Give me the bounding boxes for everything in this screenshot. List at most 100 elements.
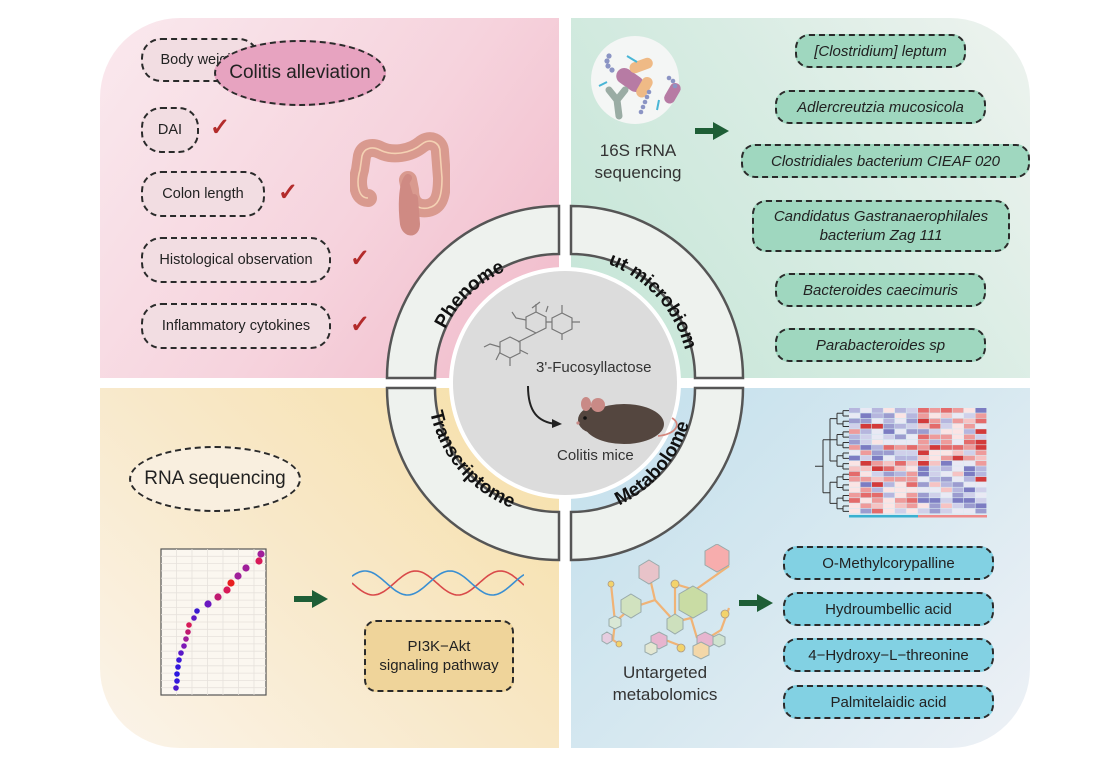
heatmap-cell (964, 492, 975, 498)
group-bar (918, 515, 987, 518)
heatmap-cell (975, 461, 987, 466)
heatmap-cell (941, 487, 952, 493)
phenome-item-label: DAI (157, 121, 183, 138)
microbiome-method-label: 16S rRNA sequencing (573, 140, 703, 184)
heatmap-cell (895, 508, 906, 514)
plot-dot (204, 600, 212, 608)
heatmap-cell (849, 450, 860, 456)
heatmap-cell (872, 461, 883, 466)
heatmap-cell (952, 482, 964, 487)
heatmap-cell (860, 418, 872, 424)
heatmap-cell (918, 429, 929, 434)
mouse-icon (576, 397, 678, 444)
heatmap-cell (895, 476, 906, 482)
heatmap-cell (952, 429, 964, 434)
heatmap-cell (906, 429, 918, 434)
heatmap-cell (918, 503, 929, 509)
heatmap-cell (975, 476, 987, 482)
heatmap-cell (872, 487, 883, 493)
heatmap-cell (929, 492, 941, 498)
heatmap-cell (906, 461, 918, 466)
heatmap-cell (964, 471, 975, 477)
plot-dot (227, 579, 235, 587)
ring-segment-phenome[interactable] (385, 204, 561, 380)
metabolite-box: Hydroumbellic acid (783, 592, 994, 626)
heatmap-cell (895, 450, 906, 456)
heatmap-cell (872, 429, 883, 434)
heatmap-cell (849, 423, 860, 429)
heatmap-cell (941, 508, 952, 514)
curved-arrow-icon (527, 385, 557, 425)
heatmap-cell (941, 503, 952, 509)
taxon-box: [Clostridium] leptum (795, 34, 966, 68)
heatmap-cell (906, 445, 918, 450)
phenome-item-dai: DAI (141, 107, 199, 153)
heatmap-cell (860, 408, 872, 413)
heatmap-cell (872, 476, 883, 482)
molecule-network-icon (601, 544, 731, 660)
arrowhead-icon (552, 419, 562, 428)
heatmap-cell (964, 418, 975, 424)
heatmap-cell (975, 487, 987, 493)
method-line: metabolomics (612, 685, 718, 704)
heatmap-cell (906, 471, 918, 477)
taxon-label: Adlercreutzia mucosicola (797, 98, 964, 116)
ring-segment-metabolome[interactable] (569, 386, 745, 562)
heatmap-cell (906, 503, 918, 509)
heatmap-cell (895, 434, 906, 440)
heatmap-cell (872, 492, 883, 498)
heatmap-cell (941, 445, 952, 450)
phenome-item-label: Inflammatory cytokines (161, 317, 311, 334)
heatmap-cell (929, 445, 941, 450)
plot-dot (185, 629, 191, 635)
taxon-box: Candidatus Gastranaerophilales bacterium… (752, 200, 1010, 252)
heatmap-cell (952, 423, 964, 429)
heatmap-cell (906, 492, 918, 498)
heatmap-cell (849, 413, 860, 418)
heatmap-cell (964, 487, 975, 493)
plot-dot (186, 622, 192, 628)
heatmap-cell (872, 445, 883, 450)
rna-sequencing-oval: RNA sequencing (129, 446, 301, 512)
plot-dot (255, 557, 263, 565)
heatmap-cell (906, 455, 918, 461)
ring-segment-transcriptome[interactable] (385, 386, 561, 562)
heatmap-cell (918, 482, 929, 487)
phenome-item-label: Histological observation (159, 251, 313, 268)
heatmap-cell (860, 450, 872, 456)
heatmap-cell (918, 434, 929, 440)
heatmap-cell (883, 434, 895, 440)
heatmap-cell (952, 450, 964, 456)
heatmap-cell (918, 418, 929, 424)
heatmap-cell (860, 439, 872, 445)
heatmap-cell (895, 492, 906, 498)
heatmap-cell (964, 423, 975, 429)
pathway-box: PI3K−Akt signaling pathway (364, 620, 514, 692)
heatmap-cell (952, 492, 964, 498)
heatmap-cell (872, 408, 883, 413)
heatmap-cell (860, 487, 872, 493)
heatmap-cell (929, 466, 941, 471)
heatmap-cell (975, 498, 987, 503)
heatmap-cell (941, 429, 952, 434)
heatmap-cell (883, 413, 895, 418)
heatmap-cell (872, 455, 883, 461)
heatmap-cell (952, 439, 964, 445)
heatmap-cell (929, 429, 941, 434)
heatmap-cell (872, 482, 883, 487)
heatmap-cell (906, 418, 918, 424)
heatmap-cell (918, 450, 929, 456)
heatmap-cell (975, 482, 987, 487)
heatmap-cell (941, 482, 952, 487)
heatmap-cell (975, 408, 987, 413)
heatmap-cell (883, 476, 895, 482)
heatmap-cell (860, 466, 872, 471)
enrichment-dot-plot (160, 548, 267, 696)
ring-segment-microbiome[interactable] (569, 204, 745, 380)
heatmap-cell (964, 455, 975, 461)
heatmap-cell (872, 466, 883, 471)
heatmap-cell (906, 450, 918, 456)
heatmap-cell (975, 439, 987, 445)
heatmap-cell (906, 423, 918, 429)
